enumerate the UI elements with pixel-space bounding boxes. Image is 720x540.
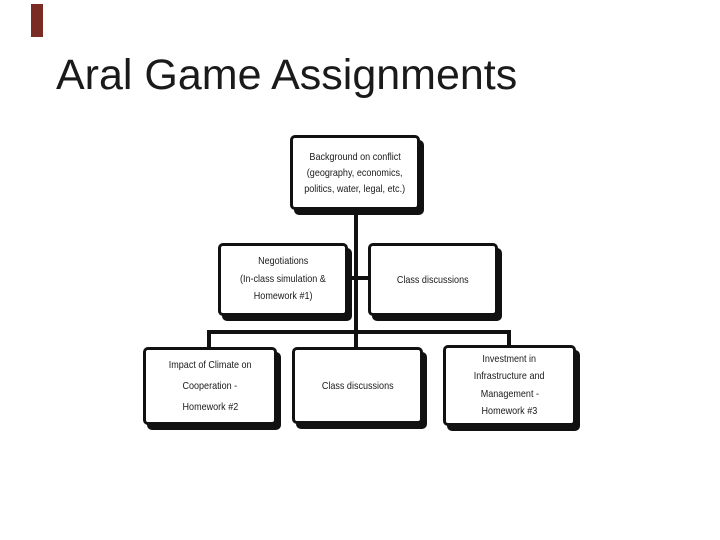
node-line: politics, water, legal, etc.) — [304, 182, 406, 195]
node-negotiations: Negotiations (In-class simulation & Home… — [218, 243, 348, 316]
node-line: Management - — [480, 387, 539, 400]
node-line: Investment in — [482, 352, 537, 365]
node-impact-of-climate: Impact of Climate on Cooperation - Homew… — [143, 347, 277, 425]
connector-middle-row — [348, 276, 369, 280]
node-investment-infrastructure: Investment in Infrastructure and Managem… — [443, 345, 576, 426]
node-line: (geography, economics, — [307, 166, 403, 179]
node-line: Homework #3 — [481, 405, 538, 417]
node-line: (In-class simulation & — [240, 272, 326, 285]
node-line: Impact of Climate on — [168, 358, 252, 371]
node-line: Cooperation - — [182, 379, 238, 392]
node-line: Class discussions — [321, 379, 394, 392]
node-line: Infrastructure and — [474, 370, 545, 382]
connector-stub-right — [507, 330, 511, 346]
connector-stub-left — [207, 330, 211, 348]
node-class-discussions-bottom: Class discussions — [292, 347, 423, 424]
node-line: Class discussions — [397, 273, 469, 286]
connector-tee — [207, 330, 511, 334]
node-line: Negotiations — [257, 255, 309, 268]
accent-bar — [31, 4, 43, 37]
node-background-on-conflict: Background on conflict (geography, econo… — [290, 135, 420, 210]
node-class-discussions-mid: Class discussions — [368, 243, 498, 316]
node-line: Background on conflict — [309, 150, 401, 163]
slide-title: Aral Game Assignments — [56, 51, 518, 99]
node-line: Homework #2 — [182, 400, 238, 413]
node-line: Homework #1) — [253, 290, 313, 303]
